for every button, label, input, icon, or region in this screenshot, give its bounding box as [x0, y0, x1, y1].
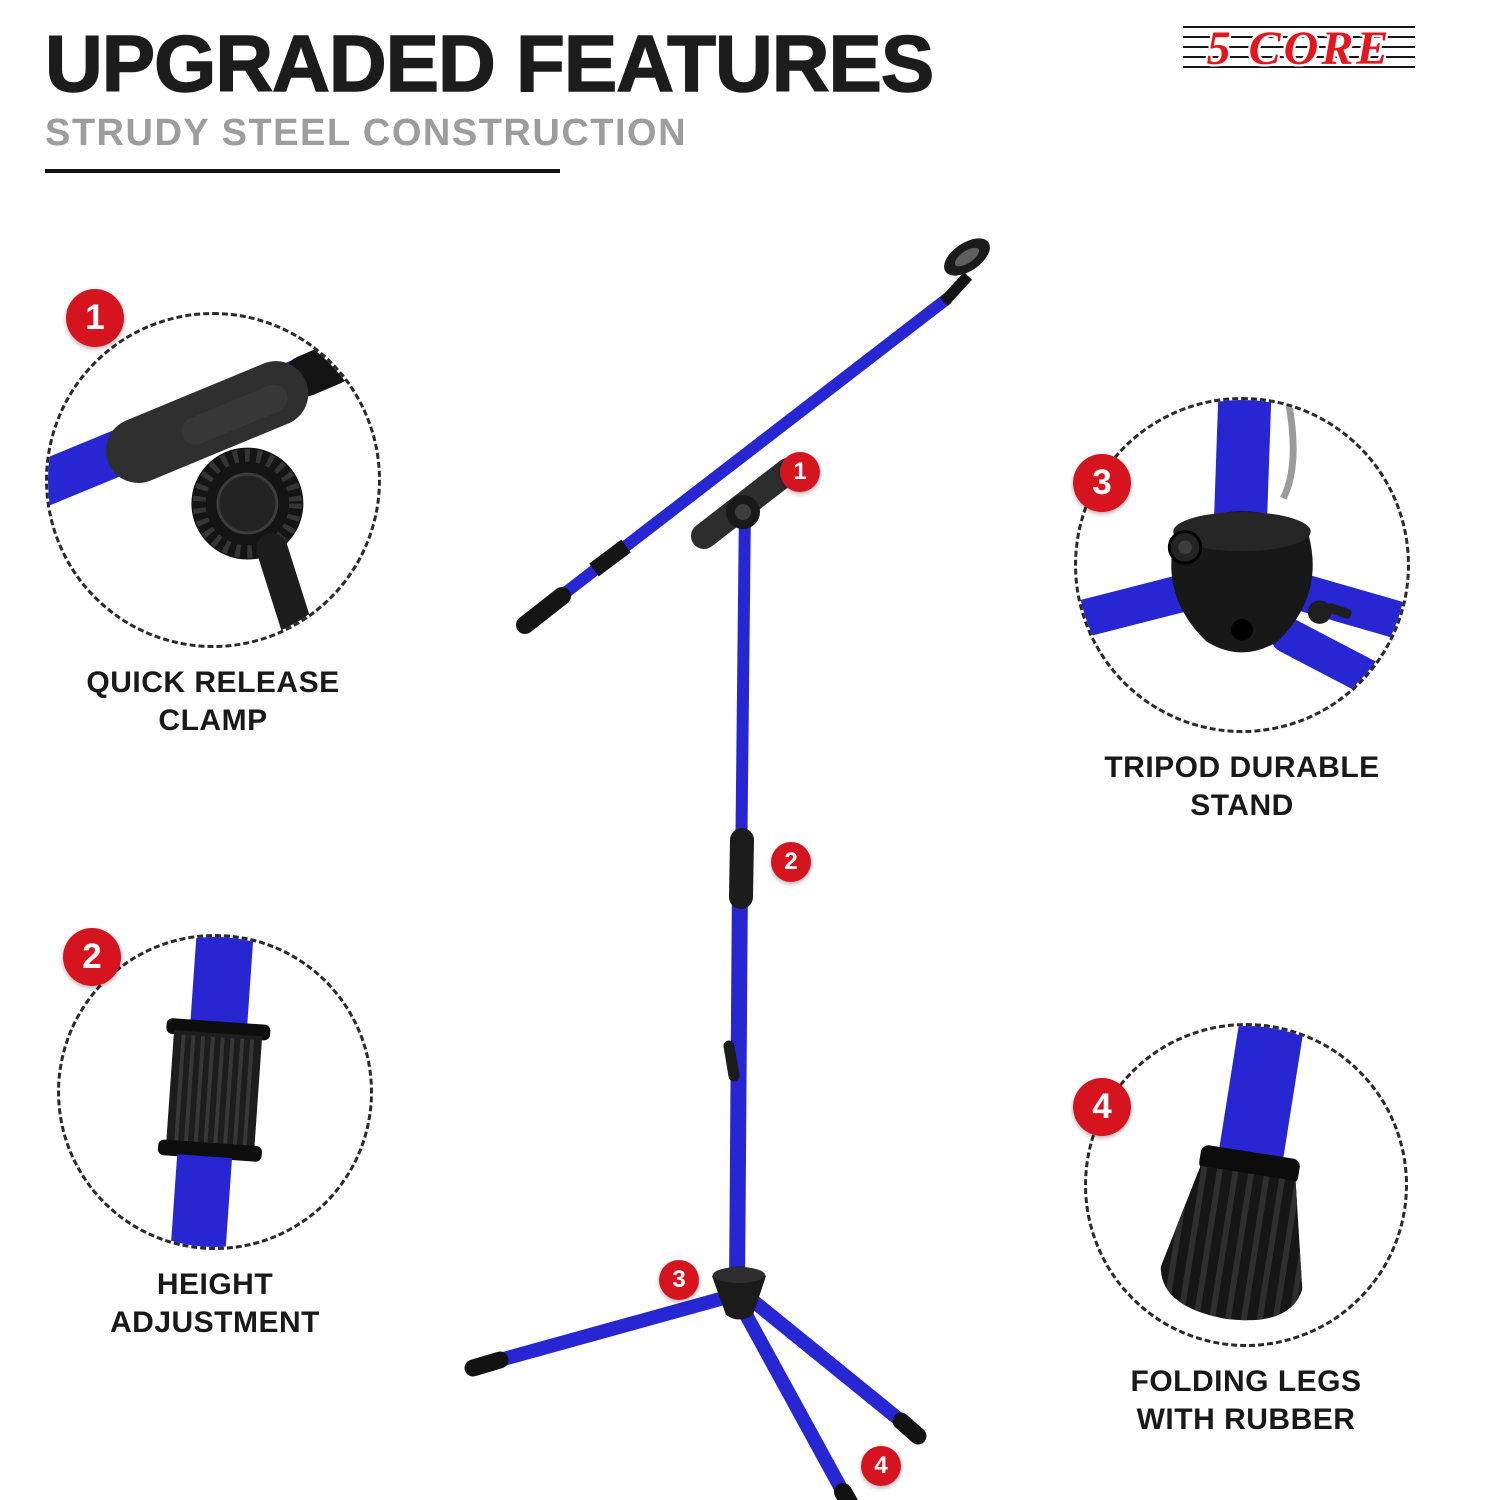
logo-stripes [1183, 26, 1415, 72]
boom-sleeve [589, 539, 631, 577]
callout-1-number: 1 [66, 289, 124, 347]
boom-arm [516, 293, 952, 634]
stand-marker-1: 1 [780, 452, 820, 492]
callout-folding-legs: 4 [1073, 1023, 1408, 1440]
callout-2-label: HEIGHT ADJUSTMENT [109, 1268, 320, 1340]
callout-height-adjustment: 2 HEIGHT AD [57, 928, 373, 1343]
callout-2-circle [57, 934, 373, 1250]
tripod-detail-illustration [1077, 400, 1407, 713]
callout-4-number: 4 [1073, 1078, 1131, 1136]
rubber-foot-detail-illustration [1160, 1026, 1316, 1330]
callout-1-circle [45, 312, 381, 648]
boom-clamp [691, 458, 801, 549]
tripod-hub [712, 1266, 766, 1320]
callout-4-circle [1084, 1023, 1408, 1347]
boom-counterweight [516, 587, 571, 634]
callout-3-label: TRIPOD DURABLE STAND [1104, 751, 1380, 823]
callout-3-number: 3 [1073, 454, 1131, 512]
stand-marker-2: 2 [771, 842, 811, 882]
height-adjustment-knob [729, 828, 754, 909]
page-title: UPGRADED FEATURES [44, 19, 935, 108]
callout-4-label: FOLDING LEGS WITH RUBBER [1130, 1365, 1362, 1437]
callout-tripod-durable-stand: 3 TRIPOD DURABLE STAND [1073, 397, 1410, 826]
height-adjustment-detail-illustration [157, 937, 271, 1247]
stand-marker-3: 3 [659, 1260, 699, 1300]
header: UPGRADED FEATURES STRUDY STEEL CONSTRUCT… [44, 19, 935, 173]
callout-2-number: 2 [63, 928, 121, 986]
callout-3-circle [1074, 397, 1410, 733]
callout-1-label: QUICK RELEASE CLAMP [86, 666, 340, 738]
cable-clip [723, 1040, 740, 1082]
page-subtitle: STRUDY STEEL CONSTRUCTION [45, 112, 688, 154]
tripod-legs [464, 1289, 927, 1500]
callout-quick-release-clamp: 1 QUICK RELEASE CLAMP [45, 289, 381, 741]
clamp-detail-illustration [48, 343, 354, 645]
title-underline [45, 169, 560, 173]
stand-marker-4: 4 [861, 1446, 901, 1486]
brand-logo: 5 CORE [1183, 20, 1415, 78]
mic-clip [939, 238, 990, 306]
brand-logo-text: 5 CORE [1206, 22, 1392, 75]
main-pole [723, 504, 754, 1293]
